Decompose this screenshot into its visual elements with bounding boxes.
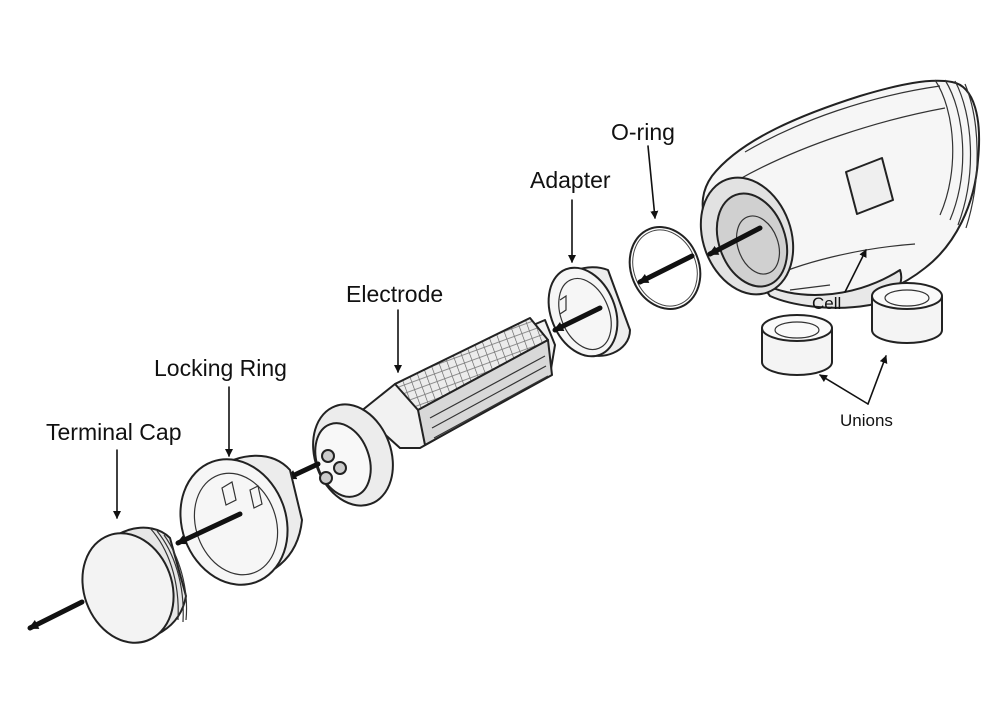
terminal-cap bbox=[27, 526, 188, 644]
label-terminal-cap: Terminal Cap bbox=[46, 419, 182, 445]
locking-ring bbox=[175, 454, 303, 586]
label-unions: Unions bbox=[840, 411, 893, 430]
callout-lines bbox=[113, 145, 888, 519]
label-o-ring: O-ring bbox=[611, 119, 675, 145]
o-ring bbox=[628, 226, 702, 310]
electrode bbox=[285, 317, 556, 507]
cell-housing bbox=[699, 79, 981, 309]
label-electrode: Electrode bbox=[346, 281, 443, 307]
label-adapter: Adapter bbox=[530, 167, 611, 193]
union-left bbox=[761, 314, 833, 376]
adapter bbox=[547, 266, 631, 358]
label-cell: Cell bbox=[812, 294, 841, 313]
label-locking-ring: Locking Ring bbox=[154, 355, 287, 381]
union-right bbox=[871, 282, 943, 344]
